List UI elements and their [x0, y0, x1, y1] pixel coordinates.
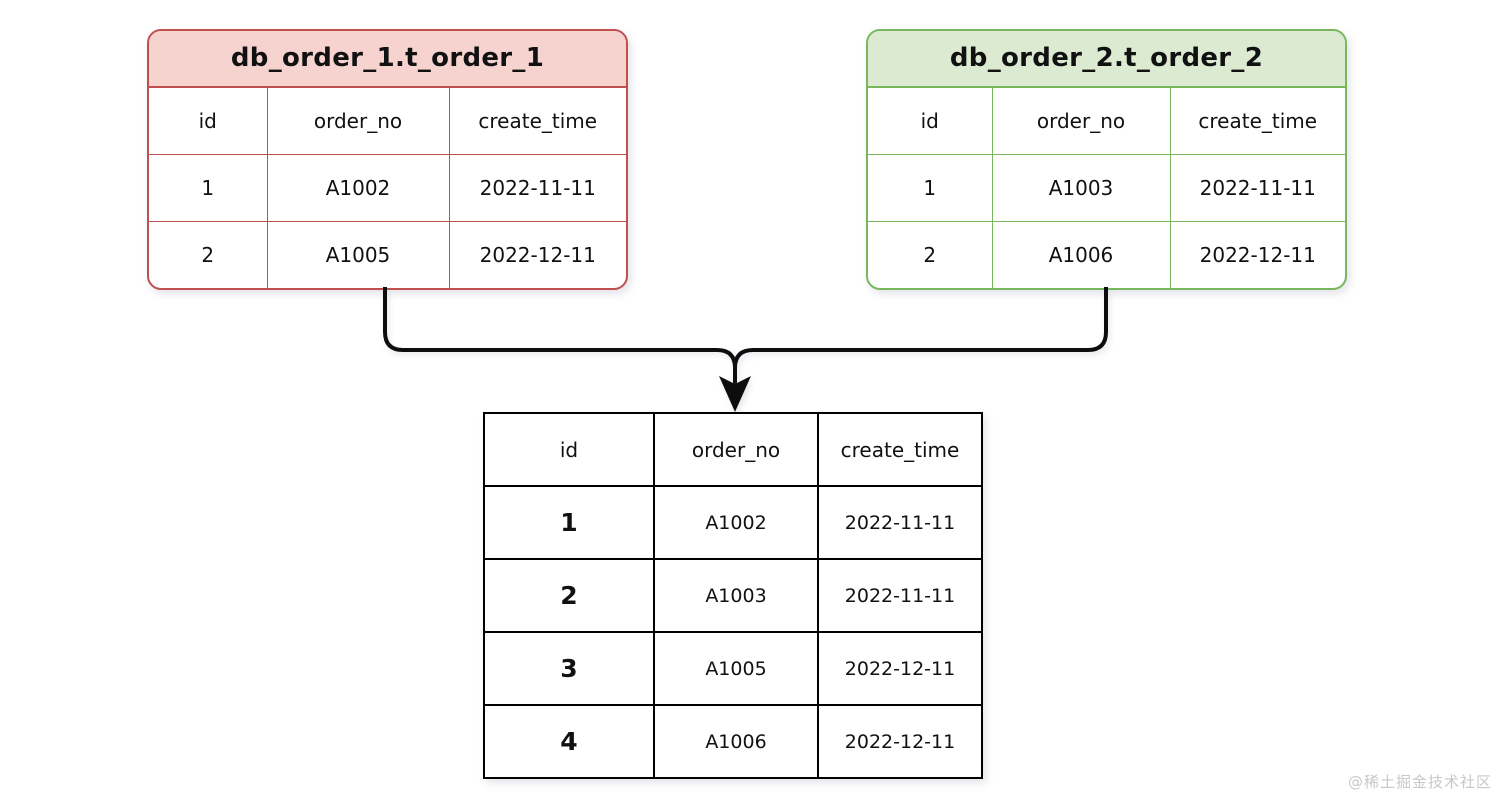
- table-row: 2 A1006 2022-12-11: [868, 221, 1345, 288]
- table-row: 3 A1005 2022-12-11: [485, 631, 981, 706]
- cell-order-no: A1002: [653, 485, 819, 560]
- table-row: 4 A1006 2022-12-11: [485, 704, 981, 777]
- source-table-title-t-order-1: db_order_1.t_order_1: [149, 31, 626, 88]
- cell-id: 2: [149, 221, 268, 288]
- cell-id: 2: [485, 558, 655, 633]
- column-header-order-no: order_no: [266, 88, 450, 155]
- cell-order-no: A1006: [991, 221, 1171, 288]
- source-table-grid-t-order-2: id order_no create_time 1 A1003 2022-11-…: [868, 88, 1345, 288]
- table-header-row: id order_no create_time: [149, 88, 626, 155]
- connector-path-right: [733, 287, 1108, 392]
- cell-create-time: 2022-12-11: [448, 221, 626, 288]
- cell-create-time: 2022-12-11: [817, 704, 981, 777]
- column-header-id: id: [485, 414, 655, 487]
- source-table-title-t-order-2: db_order_2.t_order_2: [868, 31, 1345, 88]
- cell-order-no: A1003: [653, 558, 819, 633]
- cell-id: 1: [149, 154, 268, 222]
- column-header-create-time: create_time: [448, 88, 626, 155]
- cell-order-no: A1005: [266, 221, 450, 288]
- cell-order-no: A1003: [991, 154, 1171, 222]
- column-header-create-time: create_time: [1169, 88, 1345, 155]
- cell-create-time: 2022-11-11: [817, 485, 981, 560]
- source-table-t-order-1: db_order_1.t_order_1 id order_no create_…: [147, 29, 628, 290]
- table-row: 1 A1002 2022-11-11: [485, 485, 981, 560]
- cell-id: 3: [485, 631, 655, 706]
- table-row: 2 A1003 2022-11-11: [485, 558, 981, 633]
- cell-id: 1: [485, 485, 655, 560]
- table-row: 1 A1003 2022-11-11: [868, 154, 1345, 222]
- column-header-order-no: order_no: [653, 414, 819, 487]
- source-table-t-order-2: db_order_2.t_order_2 id order_no create_…: [866, 29, 1347, 290]
- watermark: @稀土掘金技术社区: [1347, 773, 1492, 791]
- cell-create-time: 2022-11-11: [817, 558, 981, 633]
- column-header-id: id: [868, 88, 993, 155]
- cell-order-no: A1002: [266, 154, 450, 222]
- cell-create-time: 2022-11-11: [448, 154, 626, 222]
- column-header-id: id: [149, 88, 268, 155]
- table-row: 2 A1005 2022-12-11: [149, 221, 626, 288]
- connector-path-left: [383, 287, 737, 392]
- result-table-grid: id order_no create_time 1 A1002 2022-11-…: [485, 414, 981, 777]
- cell-id: 4: [485, 704, 655, 777]
- cell-id: 2: [868, 221, 993, 288]
- table-header-row: id order_no create_time: [485, 414, 981, 487]
- cell-create-time: 2022-12-11: [1169, 221, 1345, 288]
- cell-order-no: A1006: [653, 704, 819, 777]
- column-header-order-no: order_no: [991, 88, 1171, 155]
- cell-order-no: A1005: [653, 631, 819, 706]
- result-table: id order_no create_time 1 A1002 2022-11-…: [483, 412, 983, 779]
- cell-id: 1: [868, 154, 993, 222]
- arrow-down-icon: [719, 376, 751, 412]
- source-table-grid-t-order-1: id order_no create_time 1 A1002 2022-11-…: [149, 88, 626, 288]
- column-header-create-time: create_time: [817, 414, 981, 487]
- cell-create-time: 2022-12-11: [817, 631, 981, 706]
- table-header-row: id order_no create_time: [868, 88, 1345, 155]
- cell-create-time: 2022-11-11: [1169, 154, 1345, 222]
- table-row: 1 A1002 2022-11-11: [149, 154, 626, 222]
